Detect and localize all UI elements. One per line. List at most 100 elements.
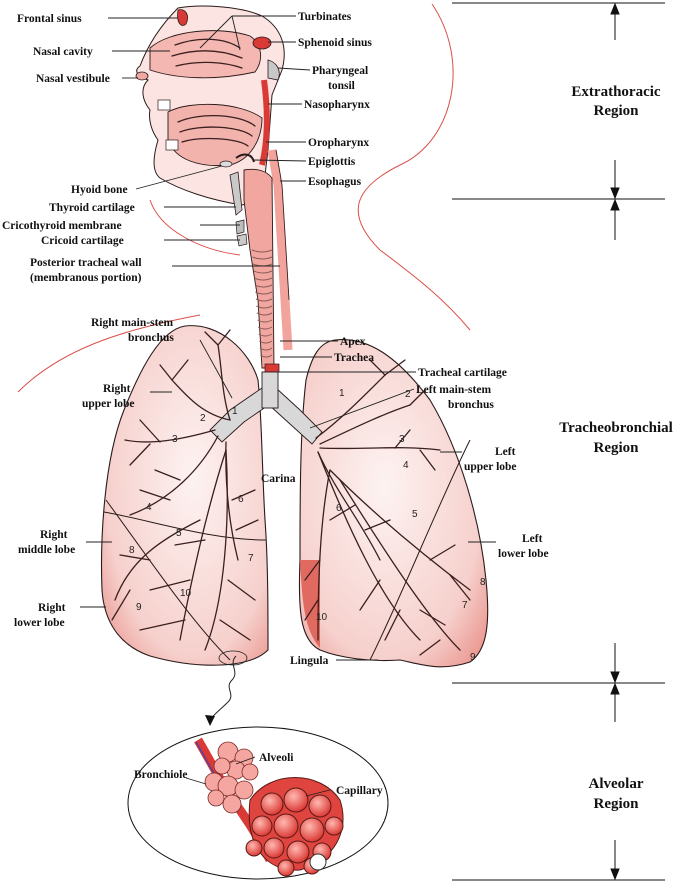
label-right-bronchus: bronchus [128, 332, 174, 344]
alveolus [207, 789, 225, 807]
alveolar-sac [308, 794, 332, 818]
label-hyoid-bone: Hyoid bone [71, 184, 128, 196]
label-left-lower-1: Left [522, 533, 543, 545]
nasal-cavity [149, 30, 261, 79]
label-membranous-portion: (membranous portion) [30, 272, 142, 284]
alveolar-sac [277, 859, 295, 877]
alveolar-sac [324, 816, 344, 836]
label-right-middle-2: middle lobe [18, 544, 75, 556]
bronchus-branch [419, 449, 436, 471]
bronchus-branch [154, 469, 181, 481]
alveoli-small [204, 741, 259, 814]
alveolus [234, 780, 254, 800]
right-segment-number: 2 [200, 413, 206, 424]
label-sphenoid-sinus: Sphenoid sinus [298, 37, 372, 49]
label-capillary: Capillary [336, 785, 383, 797]
esophagus [267, 149, 293, 351]
bronchus-branch [304, 559, 321, 581]
alveolus [213, 757, 231, 775]
bronchus-branch [139, 489, 171, 501]
tracheal-ring [254, 277, 273, 281]
label-alveoli: Alveoli [259, 752, 294, 764]
bronchus-branch [329, 504, 356, 521]
hyoid-bone [219, 160, 233, 168]
arrow-down-tracheobronchial [610, 671, 620, 684]
arrow-down-extrathoracic [610, 187, 620, 200]
region-extrathoracic-line1: Extrathoracic [571, 84, 660, 100]
bronchus-branch [319, 404, 411, 445]
bronchus-branch [129, 443, 151, 466]
right-segment-number: 4 [146, 502, 152, 513]
pharyngeal-tonsil [267, 59, 280, 81]
tracheal-ring [257, 319, 273, 323]
alveolus [241, 763, 259, 781]
epiglottis [235, 153, 255, 163]
left-segment-number: 1 [339, 388, 345, 399]
region-titles: Extrathoracic Region Tracheobronchial Re… [559, 84, 673, 812]
label-epiglottis: Epiglottis [308, 156, 356, 168]
label-cricothyroid-membrane: Cricothyroid membrane [2, 220, 122, 232]
bronchus-branch [124, 429, 216, 443]
right-horizontal-fissure [103, 511, 267, 541]
bronchus-branch [329, 469, 471, 591]
alveolar-sac [286, 840, 310, 864]
region-alveolar-line2: Region [594, 796, 640, 812]
bronchus-branch [231, 489, 256, 501]
bronchus-branch [319, 447, 441, 451]
label-left-main-stem: Left main-stem [416, 384, 491, 396]
lower-teeth [165, 139, 179, 151]
bronchus-branch [111, 589, 131, 621]
tracheal-band [264, 363, 280, 373]
right-segment-number: 7 [248, 553, 254, 564]
label-tracheal-cartilage: Tracheal cartilage [418, 367, 507, 379]
bronchus-branch [394, 429, 411, 449]
alveolar-sac [283, 787, 309, 813]
cricothyroid-membrane [235, 219, 245, 235]
bronchus-branch [419, 609, 446, 626]
bronchus-branch [174, 539, 206, 546]
label-right-upper-2: upper lobe [82, 398, 135, 410]
tracheal-ring [259, 340, 273, 344]
right-segment-number: 5 [176, 528, 182, 539]
bronchus-branch [204, 449, 228, 651]
label-right-upper-1: Right [103, 383, 131, 395]
neck-airway [229, 149, 293, 407]
right-segment-number: 9 [136, 602, 142, 613]
label-nasopharynx: Nasopharynx [304, 99, 370, 111]
bronchus-branch [429, 544, 456, 561]
left-segment-number: 2 [405, 389, 411, 400]
region-extrathoracic-line2: Region [594, 103, 640, 119]
bronchus-branch [171, 379, 231, 421]
tracheal-ring [251, 249, 273, 253]
label-left-lower-2: lower lobe [498, 548, 549, 560]
bronchus-branch [227, 579, 256, 601]
right-segment-number: 1 [232, 406, 238, 417]
tracheal-ring [256, 312, 273, 316]
connector-line [209, 655, 237, 721]
head-upper-airway [135, 5, 285, 206]
bronchus-branch [217, 329, 231, 346]
label-bronchiole: Bronchiole [134, 769, 187, 781]
arrow-up-tracheobronchial [610, 198, 620, 211]
tracheal-ring [258, 333, 273, 337]
bronchus-branch [171, 359, 189, 381]
bronchus-branch [339, 479, 461, 651]
bronchus-branch [235, 519, 259, 531]
tracheal-ring [255, 291, 273, 295]
left-segment-number: 6 [336, 503, 342, 514]
tracheal-ring [253, 270, 273, 274]
left-segment-number: 3 [399, 434, 405, 445]
label-carina: Carina [261, 473, 296, 485]
region-tracheobronchial-line2: Region [594, 440, 640, 456]
region-scale [452, 2, 665, 881]
cricoid-cartilage [236, 233, 248, 247]
alveolar-sac [263, 837, 285, 859]
right-oblique-fissure [105, 499, 231, 661]
main-bronchi [209, 371, 323, 445]
nasal-vestibule [135, 71, 149, 81]
tracheal-ring [259, 347, 273, 351]
label-left-upper-1: Left [495, 446, 516, 458]
region-tracheobronchial-line1: Tracheobronchial [559, 420, 673, 436]
